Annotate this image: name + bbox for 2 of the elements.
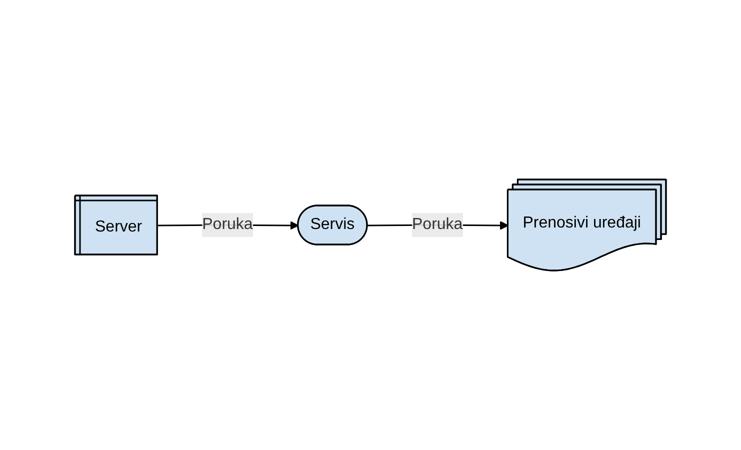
edge-label: Poruka <box>412 216 463 234</box>
edge-label: Poruka <box>202 216 253 234</box>
